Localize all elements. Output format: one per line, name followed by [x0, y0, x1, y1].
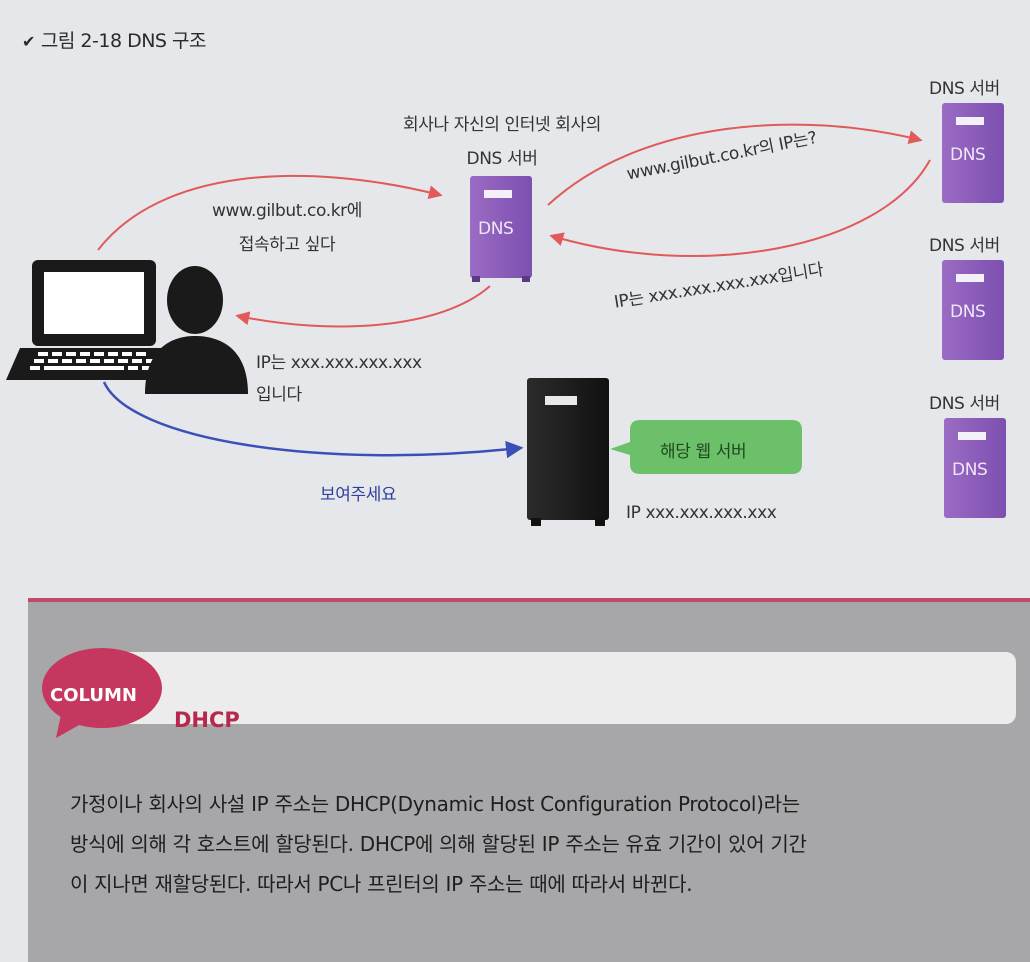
answer-arrow — [549, 159, 931, 257]
laptop-icon — [6, 260, 182, 380]
request-label-line1: www.gilbut.co.kr에 — [212, 201, 362, 221]
show-label: 보여주세요 — [320, 485, 397, 505]
column-title: DHCP — [174, 708, 240, 732]
show-arrow — [102, 381, 524, 459]
reply-label-line1: IP는 xxx.xxx.xxx.xxx — [256, 353, 422, 373]
remote-dns-server-icon-2 — [942, 260, 1004, 360]
remote-dns-server-icon-1 — [942, 103, 1004, 203]
column-box: COLUMN DHCP 가정이나 회사의 사설 IP 주소는 DHCP(Dyna… — [28, 598, 1030, 962]
local-dns-box-text: DNS — [478, 219, 514, 239]
column-badge-icon — [42, 648, 162, 738]
web-server-ip: IP xxx.xxx.xxx.xxx — [626, 503, 777, 523]
column-badge-text: COLUMN — [50, 685, 137, 706]
query-arrow — [547, 123, 923, 206]
column-body-line-2: 방식에 의해 각 호스트에 할당된다. DHCP에 의해 할당된 IP 주소는 … — [70, 832, 807, 856]
figure-title-text: 그림 2-18 DNS 구조 — [40, 30, 207, 52]
figure-title: ✔ 그림 2-18 DNS 구조 — [22, 26, 206, 53]
dns-diagram — [6, 103, 1006, 526]
reply-label-line2: 입니다 — [256, 385, 302, 405]
reply-arrow — [235, 285, 491, 328]
local-dns-label-line2: DNS 서버 — [466, 149, 538, 169]
chevron-down-icon: ✔ — [22, 32, 35, 51]
web-server-bubble — [610, 420, 802, 474]
remote-dns-box-text-2: DNS — [950, 302, 986, 322]
column-body: 가정이나 회사의 사설 IP 주소는 DHCP(Dynamic Host Con… — [70, 784, 1010, 904]
request-label-line2: 접속하고 싶다 — [238, 235, 336, 255]
remote-dns-label-3: DNS 서버 — [929, 394, 1000, 414]
column-banner — [72, 652, 1016, 724]
remote-dns-server-icon-3 — [944, 418, 1006, 518]
remote-dns-box-text-1: DNS — [950, 145, 986, 165]
remote-dns-label-1: DNS 서버 — [929, 79, 1000, 99]
request-arrow — [97, 174, 443, 251]
remote-dns-box-text-3: DNS — [952, 460, 988, 480]
local-dns-label-line1: 회사나 자신의 인터넷 회사의 — [403, 115, 601, 135]
remote-dns-label-2: DNS 서버 — [929, 236, 1000, 256]
web-server-bubble-text: 해당 웹 서버 — [660, 442, 747, 462]
user-icon — [145, 266, 248, 394]
local-dns-server-icon — [470, 176, 532, 282]
web-server-icon — [527, 378, 609, 526]
column-body-line-1: 가정이나 회사의 사설 IP 주소는 DHCP(Dynamic Host Con… — [70, 792, 800, 816]
column-body-line-3: 이 지나면 재할당된다. 따라서 PC나 프린터의 IP 주소는 때에 따라서 … — [70, 872, 693, 896]
